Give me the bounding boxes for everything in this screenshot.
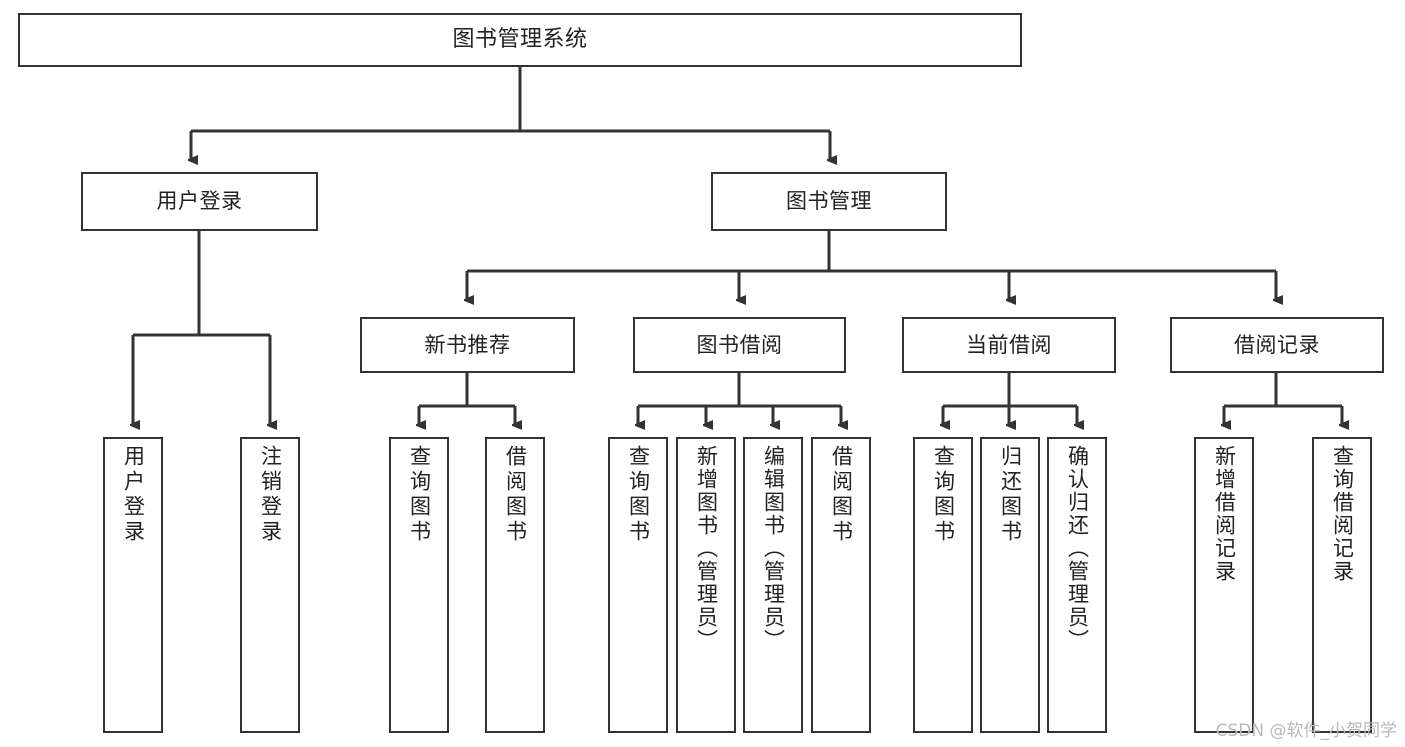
- node-book-borrow[interactable]: 图书借阅: [633, 317, 846, 373]
- node-leaf-borrow-book-1[interactable]: 借阅图书: [485, 437, 545, 733]
- node-leaf-logout-login[interactable]: 注销登录: [240, 437, 300, 733]
- node-user-login[interactable]: 用户登录: [81, 172, 318, 231]
- node-new-book-recommend-label: 新书推荐: [424, 332, 511, 357]
- node-leaf-query-book-3[interactable]: 查询图书: [913, 437, 973, 733]
- watermark-text: CSDN @软件_小贺同学: [1215, 721, 1397, 741]
- node-current-borrow-label: 当前借阅: [966, 332, 1052, 357]
- node-leaf-add-book-label: 新增图书（管理员）: [694, 445, 719, 652]
- node-leaf-return-book[interactable]: 归还图书: [980, 437, 1040, 733]
- node-leaf-borrow-book-2[interactable]: 借阅图书: [811, 437, 871, 733]
- node-root-label: 图书管理系统: [452, 27, 588, 53]
- node-leaf-query-book-2-label: 查询图书: [626, 445, 651, 545]
- node-leaf-add-record[interactable]: 新增借阅记录: [1194, 437, 1254, 733]
- node-book-management-label: 图书管理: [786, 189, 872, 214]
- node-leaf-borrow-book-1-label: 借阅图书: [503, 445, 528, 545]
- node-leaf-user-login-label: 用户登录: [121, 445, 146, 545]
- node-leaf-query-record[interactable]: 查询借阅记录: [1312, 437, 1372, 733]
- node-borrow-record[interactable]: 借阅记录: [1170, 317, 1384, 373]
- node-leaf-return-book-label: 归还图书: [998, 445, 1023, 545]
- node-leaf-confirm-return-label: 确认归还（管理员）: [1065, 445, 1090, 652]
- node-leaf-edit-book[interactable]: 编辑图书（管理员）: [743, 437, 803, 733]
- node-leaf-confirm-return[interactable]: 确认归还（管理员）: [1047, 437, 1107, 733]
- node-borrow-record-label: 借阅记录: [1234, 332, 1320, 357]
- node-leaf-query-book-1[interactable]: 查询图书: [389, 437, 449, 733]
- node-leaf-user-login[interactable]: 用户登录: [103, 437, 163, 733]
- node-user-login-label: 用户登录: [156, 189, 243, 214]
- node-new-book-recommend[interactable]: 新书推荐: [360, 317, 575, 373]
- node-book-management[interactable]: 图书管理: [711, 172, 947, 231]
- node-leaf-borrow-book-2-label: 借阅图书: [829, 445, 854, 545]
- node-leaf-query-book-1-label: 查询图书: [407, 445, 432, 545]
- node-current-borrow[interactable]: 当前借阅: [902, 317, 1116, 373]
- node-leaf-add-book[interactable]: 新增图书（管理员）: [676, 437, 736, 733]
- node-root[interactable]: 图书管理系统: [18, 13, 1022, 67]
- node-leaf-add-record-label: 新增借阅记录: [1212, 445, 1237, 583]
- node-leaf-logout-login-label: 注销登录: [258, 445, 283, 545]
- node-leaf-query-record-label: 查询借阅记录: [1330, 445, 1355, 583]
- node-leaf-query-book-2[interactable]: 查询图书: [608, 437, 668, 733]
- node-book-borrow-label: 图书借阅: [696, 332, 783, 357]
- node-leaf-edit-book-label: 编辑图书（管理员）: [761, 445, 786, 652]
- node-leaf-query-book-3-label: 查询图书: [931, 445, 956, 545]
